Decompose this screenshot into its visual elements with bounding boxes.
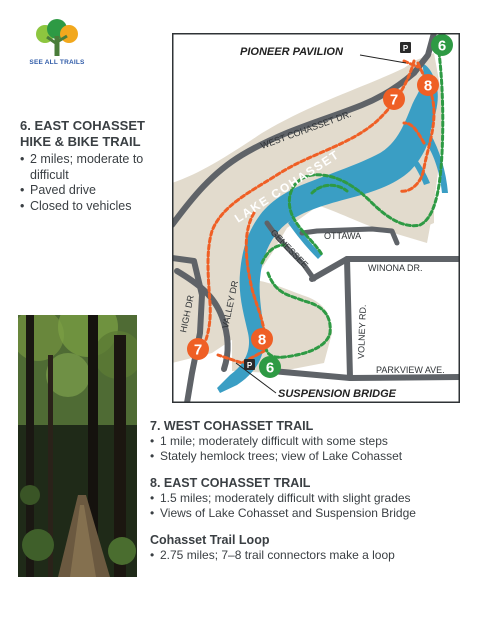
trail-7-title: 7. WEST COHASSET TRAIL	[150, 419, 314, 433]
svg-text:P: P	[403, 44, 409, 53]
list-item: 2 miles; moderate to	[20, 152, 170, 168]
svg-text:6: 6	[266, 360, 274, 377]
trail-6-bullets: 2 miles; moderate to difficult Paved dri…	[20, 152, 170, 214]
map-border	[172, 33, 460, 403]
trail-7-description: 7. WEST COHASSET TRAIL 1 mile; moderatel…	[150, 418, 480, 464]
logo: SEE ALL TRAILS	[22, 18, 92, 74]
roads	[172, 33, 460, 403]
road-parkview-ave	[269, 368, 460, 381]
forest-trail-photo	[18, 315, 137, 577]
loop-title: Cohasset Trail Loop	[150, 533, 270, 547]
loop-description: Cohasset Trail Loop 2.75 miles; 7–8 trai…	[150, 532, 480, 563]
trail-7-west-cohasset	[194, 59, 416, 357]
svg-text:P: P	[247, 361, 253, 370]
trail-8-description: 8. EAST COHASSET TRAIL 1.5 miles; modera…	[150, 475, 480, 521]
trail-6-title-line1: 6. EAST COHASSET	[20, 118, 145, 133]
bridge-pointer	[235, 362, 277, 394]
trail-map: LAKE COHASSET WEST COHASSET DR. OTTAWA G…	[172, 33, 460, 403]
road-high-dr	[172, 255, 205, 403]
label-ottawa: OTTAWA	[324, 231, 361, 241]
loop-bullets: 2.75 miles; 7–8 trail connectors make a …	[150, 548, 480, 563]
marker-8-bottom: 8	[251, 328, 273, 350]
label-volney-rd: VOLNEY RD.	[356, 304, 368, 359]
label-pioneer-pavilion: PIONEER PAVILION	[240, 46, 344, 58]
parking-icon-bottom: P	[244, 359, 255, 370]
trail-descriptions: 7. WEST COHASSET TRAIL 1 mile; moderatel…	[150, 418, 480, 574]
trail-7-bullets: 1 mile; moderately difficult with some s…	[150, 434, 480, 464]
lake	[217, 63, 448, 393]
road-volney-rd	[344, 256, 353, 381]
list-item: 1 mile; moderately difficult with some s…	[150, 434, 480, 449]
marker-7-top: 7	[383, 88, 405, 110]
trail-8-bullets: 1.5 miles; moderately difficult with sli…	[150, 491, 480, 521]
marker-6-bottom: 6	[259, 356, 281, 378]
list-item: Stately hemlock trees; view of Lake Coha…	[150, 449, 480, 464]
list-item: Paved drive	[20, 183, 170, 199]
pavilion-pointer	[359, 54, 407, 64]
trail-6-title: 6. EAST COHASSET HIKE & BIKE TRAIL	[20, 118, 170, 150]
road-ottawa	[299, 226, 400, 246]
list-item-continuation: difficult	[30, 167, 69, 182]
list-item: Views of Lake Cohasset and Suspension Br…	[150, 506, 480, 521]
marker-6-top: 6	[431, 34, 453, 56]
label-winona-dr: WINONA DR.	[368, 263, 423, 273]
road-genessee	[264, 220, 317, 282]
list-item: Closed to vehicles	[20, 199, 170, 215]
trail-lines	[194, 43, 445, 365]
label-parkview-ave: PARKVIEW AVE.	[376, 365, 445, 375]
label-suspension-bridge: SUSPENSION BRIDGE	[278, 388, 397, 400]
svg-text:8: 8	[258, 332, 266, 349]
trail-markers: 6 7 8 7 8 6	[187, 34, 453, 378]
list-item: 2.75 miles; 7–8 trail connectors make a …	[150, 548, 480, 563]
trail-6-title-line2: HIKE & BIKE TRAIL	[20, 134, 141, 149]
svg-text:7: 7	[390, 92, 398, 109]
road-valley-dr	[174, 268, 231, 372]
trail-6-east-cohasset-hike-bike	[260, 43, 445, 359]
svg-text:6: 6	[438, 38, 446, 55]
tree-icon	[36, 19, 78, 56]
trail-8-title: 8. EAST COHASSET TRAIL	[150, 476, 311, 490]
list-item: 1.5 miles; moderately difficult with sli…	[150, 491, 480, 506]
creek	[288, 219, 322, 259]
trail-6-description: 6. EAST COHASSET HIKE & BIKE TRAIL 2 mil…	[20, 118, 170, 214]
svg-text:7: 7	[194, 342, 202, 359]
marker-8-top: 8	[417, 74, 439, 96]
svg-text:8: 8	[424, 78, 432, 95]
parking-icon-top: P	[400, 42, 411, 53]
trail-connector-top	[402, 59, 420, 69]
marker-7-bottom: 7	[187, 338, 209, 360]
logo-text: SEE ALL TRAILS	[29, 59, 85, 66]
